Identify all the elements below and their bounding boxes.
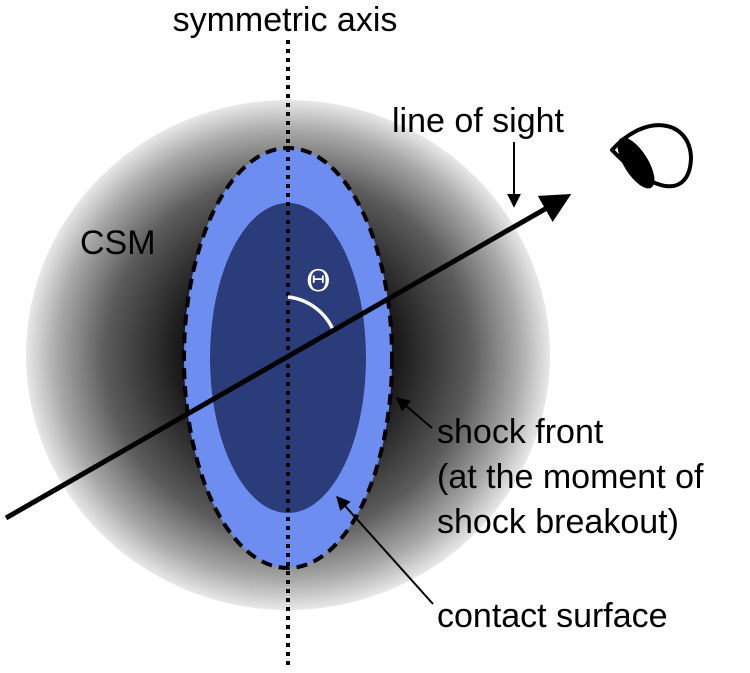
shock-front-label: shock front bbox=[437, 413, 604, 451]
eye-icon bbox=[610, 123, 693, 189]
theta-label: Θ bbox=[306, 264, 331, 299]
shock-front-pointer bbox=[395, 397, 433, 429]
csm-label: CSM bbox=[80, 224, 156, 262]
shock-front-label-line-3: shock breakout) bbox=[437, 503, 679, 541]
shock-front-label-line-2: (at the moment of bbox=[437, 458, 704, 496]
line-of-sight-arrow bbox=[4, 194, 572, 521]
contact-surface-pointer bbox=[336, 495, 434, 605]
symmetric-axis-label: symmetric axis bbox=[173, 1, 398, 39]
line-of-sight-label: line of sight bbox=[392, 102, 565, 140]
theta-angle-arc bbox=[287, 295, 336, 333]
contact-surface-label: contact surface bbox=[437, 597, 668, 635]
